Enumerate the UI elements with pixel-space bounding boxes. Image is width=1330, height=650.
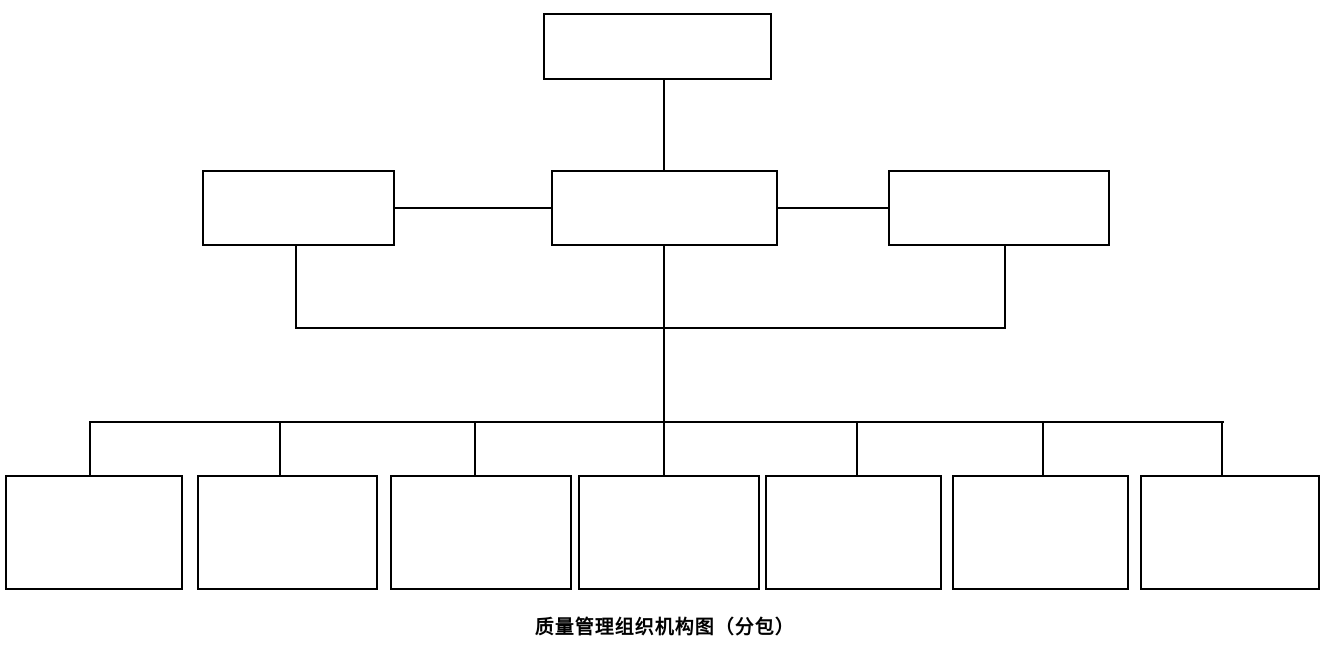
level2-right-node[interactable]: [888, 170, 1110, 246]
top-node[interactable]: [543, 13, 772, 80]
connector-bus-drop-2: [279, 421, 281, 475]
level3-node-7[interactable]: [1140, 475, 1320, 590]
level3-node-2[interactable]: [197, 475, 378, 590]
level3-node-6[interactable]: [952, 475, 1129, 590]
level2-left-node[interactable]: [202, 170, 395, 246]
connector-bus-drop-7: [1221, 421, 1223, 475]
connector-bus-drop-3: [474, 421, 476, 475]
level3-node-4[interactable]: [578, 475, 760, 590]
connector-level3-bus: [90, 421, 1224, 423]
level3-node-1[interactable]: [5, 475, 183, 590]
connector-level2-left-drop: [295, 246, 297, 329]
level3-node-5[interactable]: [765, 475, 942, 590]
level2-center-node[interactable]: [551, 170, 778, 246]
connector-level2-right-drop: [1004, 246, 1006, 329]
connector-level2-center-to-right: [778, 207, 888, 209]
connector-top-to-level2: [663, 80, 665, 170]
connector-bus-drop-5: [856, 421, 858, 475]
connector-level2-left-to-center: [395, 207, 551, 209]
connector-bus-drop-6: [1042, 421, 1044, 475]
connector-bracket-rail: [295, 327, 1006, 329]
connector-main-trunk: [663, 246, 665, 475]
connector-bus-drop-1: [89, 421, 91, 475]
diagram-caption: 质量管理组织机构图（分包）: [534, 617, 795, 638]
level3-node-3[interactable]: [390, 475, 572, 590]
